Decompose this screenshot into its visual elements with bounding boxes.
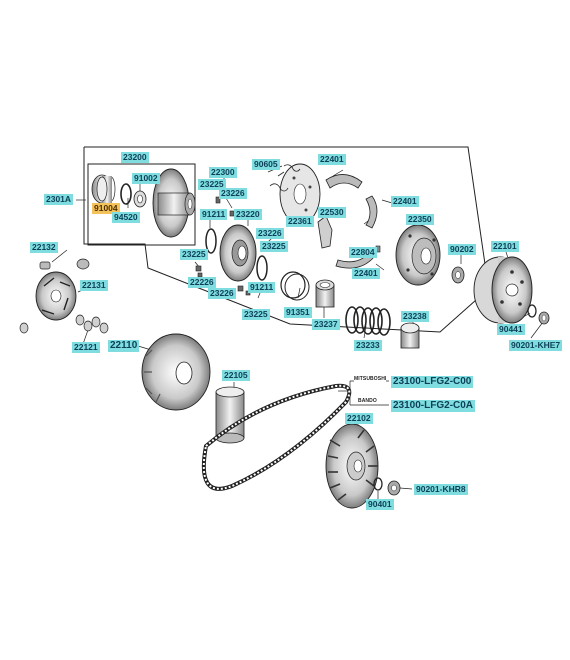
washer-90441 [527, 304, 537, 318]
clutch-outer-22101 [473, 256, 533, 324]
label-90605[interactable]: 90605 [252, 159, 280, 170]
tag-bando: BANDO [358, 398, 377, 404]
label-22131[interactable]: 22131 [80, 280, 108, 291]
label-91002[interactable]: 91002 [132, 173, 160, 184]
label-22361[interactable]: 22361 [286, 216, 314, 227]
fan-face-22102 [325, 423, 379, 509]
rollers-22121 [19, 314, 109, 334]
label-22226[interactable]: 22226 [188, 277, 216, 288]
label-22132[interactable]: 22132 [30, 242, 58, 253]
nut-90201-khr8 [387, 480, 401, 496]
label-23226-a[interactable]: 23226 [219, 188, 247, 199]
label-22101[interactable]: 22101 [491, 241, 519, 252]
springs-90605 [269, 164, 301, 192]
label-22300[interactable]: 22300 [209, 167, 237, 178]
label-91211-b[interactable]: 91211 [248, 282, 276, 293]
label-22105[interactable]: 22105 [222, 370, 250, 381]
collar-22105 [215, 386, 245, 444]
spring-23233 [345, 306, 391, 336]
label-23225-c[interactable]: 23225 [180, 249, 208, 260]
drive-face-22110 [141, 333, 211, 411]
label-22401-bottom[interactable]: 22401 [352, 268, 380, 279]
label-94520[interactable]: 94520 [112, 212, 140, 223]
label-23237[interactable]: 23237 [312, 319, 340, 330]
label-91211-a[interactable]: 91211 [200, 209, 228, 220]
drive-plate-22350 [395, 224, 441, 286]
damper-22530 [317, 215, 333, 249]
ramp-plate-22131 [35, 271, 77, 321]
label-23226-b[interactable]: 23226 [256, 228, 284, 239]
label-90201-khe7[interactable]: 90201-KHE7 [509, 340, 563, 351]
bearing-94520 [133, 190, 147, 208]
collar-23238 [400, 322, 420, 349]
label-90441[interactable]: 90441 [497, 324, 525, 335]
nut-90201-khe7 [538, 311, 550, 325]
label-23233[interactable]: 23233 [354, 340, 382, 351]
label-22401-right[interactable]: 22401 [391, 196, 419, 207]
label-22530[interactable]: 22530 [318, 207, 346, 218]
o-ring-91351 [280, 271, 310, 301]
collar-91004 [91, 174, 116, 204]
label-22121[interactable]: 22121 [72, 342, 100, 353]
seal-collar-23237 [315, 279, 335, 308]
o-ring-91211a [205, 228, 217, 254]
label-22350[interactable]: 22350 [406, 214, 434, 225]
slider-22132 [39, 258, 90, 270]
drive-belt-23100 [201, 383, 352, 491]
label-22804[interactable]: 22804 [349, 247, 377, 258]
label-23225-b[interactable]: 23225 [260, 241, 288, 252]
label-91351[interactable]: 91351 [284, 307, 312, 318]
shoe-22401a [325, 174, 363, 189]
label-22102[interactable]: 22102 [345, 413, 373, 424]
cam-plate-23220 [219, 224, 257, 282]
label-23238[interactable]: 23238 [401, 311, 429, 322]
label-91004[interactable]: 91004 [92, 203, 120, 214]
label-23220[interactable]: 23220 [234, 209, 262, 220]
label-23200[interactable]: 23200 [121, 152, 149, 163]
label-23225-a[interactable]: 23225 [198, 179, 226, 190]
label-2301a[interactable]: 2301A [44, 194, 74, 205]
label-23225-d[interactable]: 23225 [242, 309, 270, 320]
washer-90401 [373, 477, 383, 491]
o-ring-91211b [256, 255, 268, 281]
label-90401[interactable]: 90401 [366, 499, 394, 510]
label-90201-khr8[interactable]: 90201-KHR8 [414, 484, 468, 495]
label-22110[interactable]: 22110 [108, 340, 140, 352]
nut-90202 [451, 266, 465, 284]
label-90202[interactable]: 90202 [448, 244, 476, 255]
clutch-plate-22361 [279, 163, 321, 225]
label-23100-lfg2-c00[interactable]: 23100-LFG2-C00 [391, 376, 474, 388]
label-23226-c[interactable]: 23226 [208, 288, 236, 299]
shoe-22401b [365, 195, 378, 229]
tag-mitsuboshi: MITSUBOSHI [354, 376, 387, 382]
label-23100-lfg2-c0a[interactable]: 23100-LFG2-C0A [391, 400, 476, 412]
oil-seal-91002 [120, 183, 132, 205]
sheave-23200 [152, 168, 196, 238]
label-22401-top[interactable]: 22401 [318, 154, 346, 165]
